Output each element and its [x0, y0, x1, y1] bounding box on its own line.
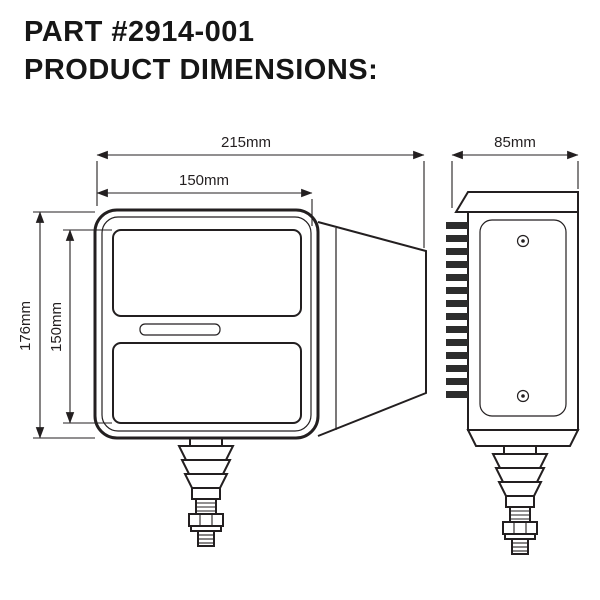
screw-bottom-center [521, 394, 525, 398]
screw-top [516, 234, 530, 248]
mounting-stud-front [178, 437, 234, 547]
upper-lens [112, 229, 302, 317]
part-number: PART #2914-001 [24, 16, 255, 48]
top-cap [454, 191, 579, 213]
screw-top-center [521, 239, 525, 243]
dim-label-overall-height: 176mm [17, 301, 34, 351]
screw-bottom [516, 389, 530, 403]
front-view [93, 208, 427, 547]
dimensions: 215mm 150mm 176mm 150mm 85mm [17, 134, 579, 439]
side-base [466, 429, 580, 447]
light-slot [139, 323, 221, 336]
back-panel [479, 219, 567, 417]
dim-label-overall-width: 215mm [221, 134, 271, 151]
dim-label-depth: 85mm [494, 134, 536, 151]
dim-label-inner-width: 150mm [179, 172, 229, 189]
side-flare-outline [317, 221, 427, 437]
heatsink-fins [446, 222, 468, 398]
housing-inner-line [101, 216, 312, 432]
dim-label-inner-height: 150mm [48, 302, 65, 352]
mounting-stud-side [492, 445, 548, 555]
section-title: PRODUCT DIMENSIONS: [24, 53, 379, 86]
lower-lens [112, 342, 302, 424]
side-view [446, 191, 580, 555]
title-block: PART #2914-001 PRODUCT DIMENSIONS: [24, 14, 378, 89]
